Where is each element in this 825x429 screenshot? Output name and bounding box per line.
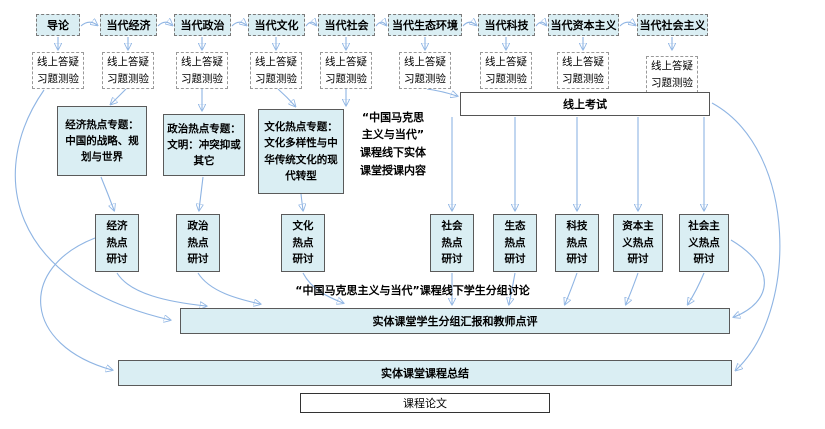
report-box: 实体课堂学生分组汇报和教师点评	[180, 308, 730, 334]
special-topic-culture: 文化热点专题： 文化多样性与中 华传统文化的现 代转型	[258, 109, 344, 194]
quiz-box-1: 线上答疑 习题测验	[32, 52, 84, 89]
module-ecology: 当代生态环境	[388, 14, 462, 36]
quiz-box-2: 线上答疑 习题测验	[102, 52, 154, 89]
discussion-politics: 政治 热点 研讨	[176, 214, 220, 272]
online-exam-box: 线上考试	[460, 92, 710, 116]
course-paper-box: 课程论文	[300, 393, 550, 413]
discussion-technology: 科技 热点 研讨	[555, 214, 599, 272]
module-capitalism: 当代资本主义	[548, 14, 619, 36]
discussion-capitalism: 资本主 义热点 研讨	[613, 214, 663, 272]
module-culture: 当代文化	[248, 14, 305, 36]
discussion-culture: 文化 热点 研讨	[281, 214, 325, 272]
quiz-box-8: 线上答疑 习题测验	[557, 52, 609, 89]
quiz-box-5: 线上答疑 习题测验	[320, 52, 372, 89]
module-to-quiz-arrows	[58, 37, 672, 49]
offline-class-note: “中国马克思 主义与当代” 课程线下实体 课堂授课内容	[360, 110, 426, 177]
discussion-socialism: 社会主 义热点 研讨	[679, 214, 729, 272]
module-economy: 当代经济	[100, 14, 157, 36]
quiz-box-4: 线上答疑 习题测验	[250, 52, 302, 89]
exam-to-discussion-arrows	[452, 117, 704, 210]
module-politics: 当代政治	[174, 14, 231, 36]
module-technology: 当代科技	[478, 14, 535, 36]
module-socialism: 当代社会主义	[637, 14, 708, 36]
special-topic-politics: 政治热点专题： 文明：冲突抑或 其它	[163, 114, 245, 176]
summary-box: 实体课堂课程总结	[118, 360, 732, 386]
quiz-box-3: 线上答疑 习题测验	[176, 52, 228, 89]
discussion-economy: 经济 热点 研讨	[95, 214, 139, 272]
quiz-box-7: 线上答疑 习题测验	[480, 52, 532, 89]
special-topic-economy: 经济热点专题： 中国的战略、规 划与世界	[57, 106, 147, 176]
quiz-to-topic-arrows	[111, 88, 457, 110]
discussion-society: 社会 热点 研讨	[430, 214, 474, 272]
discussion-ecology: 生态 热点 研讨	[493, 214, 537, 272]
module-society: 当代社会	[318, 14, 375, 36]
quiz-box-9: 线上答疑 习题测验	[646, 56, 698, 93]
module-intro: 导论	[36, 14, 80, 36]
quiz-box-6: 线上答疑 习题测验	[399, 52, 451, 89]
group-discussion-note: “中国马克思主义与当代”课程线下学生分组讨论	[295, 284, 530, 298]
